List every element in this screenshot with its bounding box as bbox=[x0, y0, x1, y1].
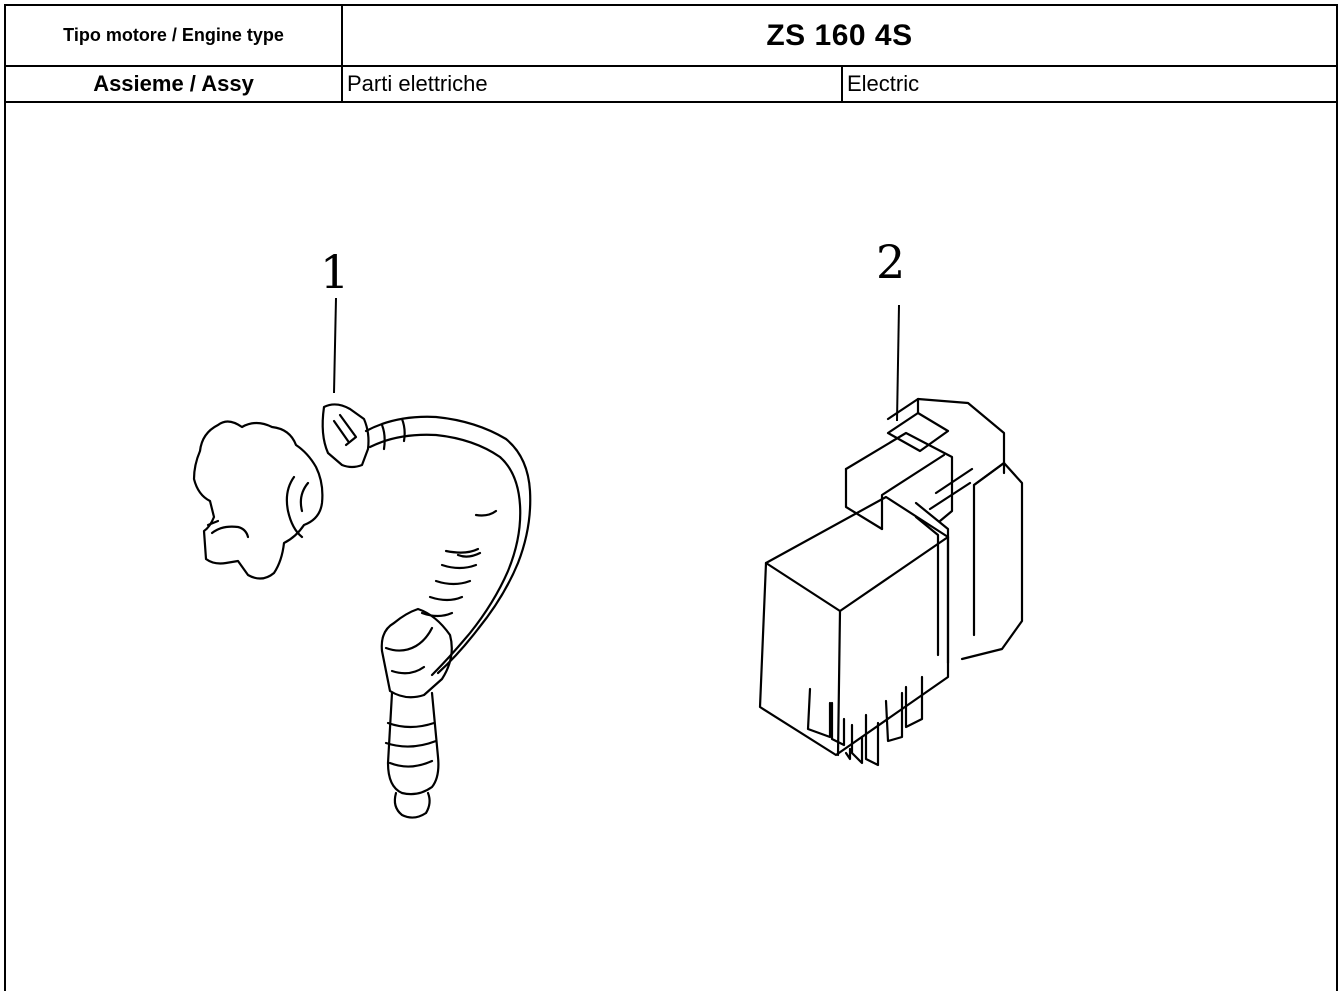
assembly-english: Electric bbox=[847, 71, 920, 96]
engine-type-label: Tipo motore / Engine type bbox=[6, 6, 343, 65]
exploded-diagram: 1 bbox=[192, 235, 1024, 819]
callout-1: 1 bbox=[320, 245, 349, 299]
engine-model: ZS 160 4S bbox=[766, 18, 913, 52]
ignition-coil-icon bbox=[192, 403, 532, 819]
relay-icon bbox=[758, 397, 1024, 767]
assembly-label: Assieme / Assy bbox=[6, 67, 343, 101]
assembly-row: Assieme / Assy Parti elettriche Electric bbox=[6, 67, 1336, 103]
parts-sheet: Tipo motore / Engine type ZS 160 4S Assi… bbox=[4, 4, 1338, 991]
engine-type-row: Tipo motore / Engine type ZS 160 4S bbox=[6, 6, 1336, 67]
assembly-italian: Parti elettriche bbox=[343, 67, 843, 101]
callout-2: 2 bbox=[876, 235, 905, 289]
